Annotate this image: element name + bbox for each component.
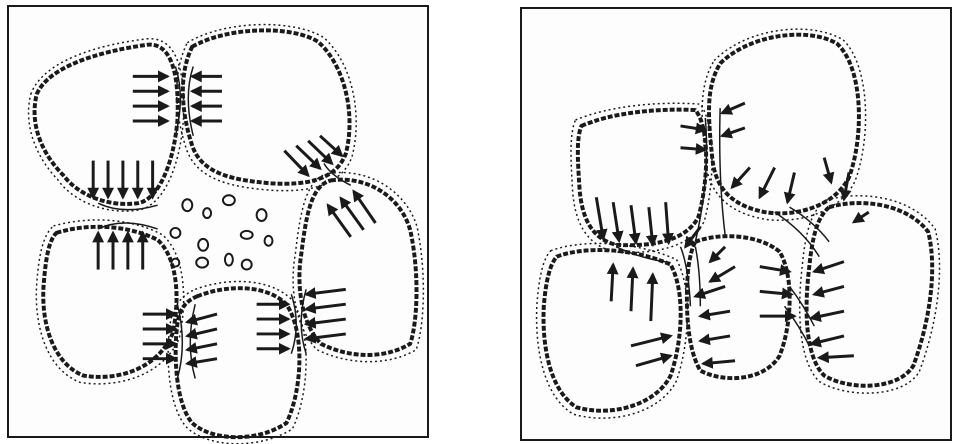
particle-bottom-left bbox=[43, 227, 176, 377]
diagram-panel-left bbox=[7, 5, 429, 438]
cement-network bbox=[616, 108, 829, 346]
particle-middle bbox=[687, 236, 790, 378]
contact-arrows-left bbox=[93, 76, 375, 363]
diagram-panel-right bbox=[520, 7, 952, 441]
right-diagram-svg bbox=[522, 9, 950, 439]
cement-necks-left bbox=[98, 66, 351, 378]
particle-top-left bbox=[35, 45, 178, 204]
pore-space-grains bbox=[170, 195, 272, 269]
left-diagram-svg bbox=[9, 7, 427, 436]
particle-right bbox=[299, 180, 416, 355]
particle-upper-left bbox=[578, 110, 706, 246]
